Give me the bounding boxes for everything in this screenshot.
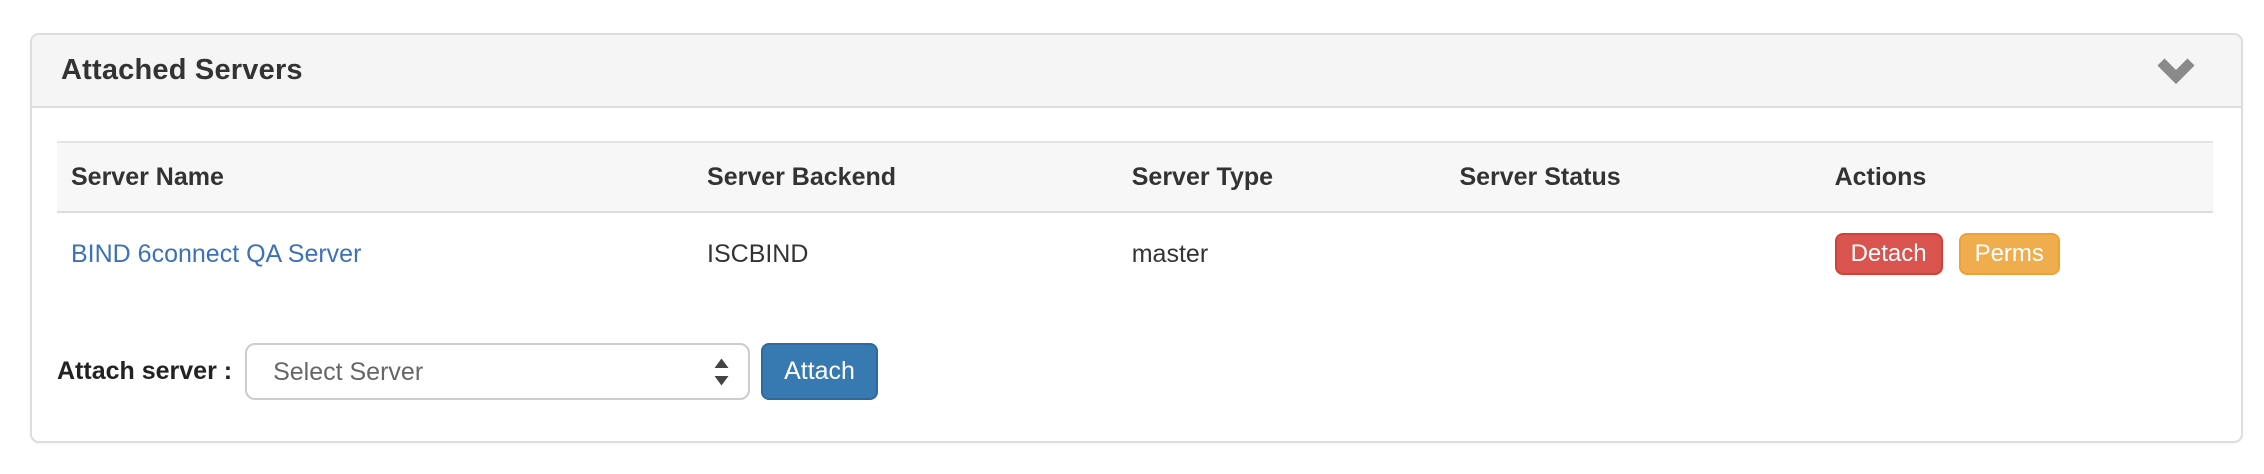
panel-body: Server Name Server Backend Server Type S…	[32, 108, 2241, 400]
column-header-actions: Actions	[1820, 141, 2213, 213]
table-row: BIND 6connect QA Server ISCBIND master D…	[57, 212, 2213, 295]
server-backend-cell: ISCBIND	[707, 240, 809, 268]
server-name-cell: BIND 6connect QA Server	[57, 212, 693, 295]
server-select[interactable]: Select Server	[245, 343, 751, 400]
server-status-cell	[1445, 212, 1820, 295]
actions-cell: Detach Perms	[1821, 212, 2213, 295]
server-type-cell: master	[1131, 240, 1209, 268]
perms-button[interactable]: Perms	[1958, 233, 2060, 275]
server-name-link[interactable]: BIND 6connect QA Server	[71, 240, 362, 268]
panel-header: Attached Servers	[32, 35, 2241, 108]
attach-server-form: Attach server : Select Server Attach	[57, 343, 2213, 400]
attached-servers-table: Server Name Server Backend Server Type S…	[57, 141, 2213, 295]
detach-button[interactable]: Detach	[1834, 233, 1943, 275]
attached-servers-panel: Attached Servers Server Name Server Back…	[30, 33, 2243, 443]
column-header-server-backend: Server Backend	[693, 141, 1118, 213]
table-header-row: Server Name Server Backend Server Type S…	[57, 141, 2213, 213]
attach-button[interactable]: Attach	[761, 343, 878, 400]
column-header-server-status: Server Status	[1445, 141, 1821, 213]
column-header-server-name: Server Name	[57, 141, 694, 213]
column-header-server-type: Server Type	[1117, 141, 1446, 213]
collapse-panel-button[interactable]	[2153, 53, 2199, 89]
server-select-wrapper: Select Server	[245, 343, 751, 400]
chevron-down-icon	[2157, 57, 2195, 88]
attach-server-label: Attach server :	[57, 357, 233, 385]
panel-title: Attached Servers	[61, 54, 303, 86]
